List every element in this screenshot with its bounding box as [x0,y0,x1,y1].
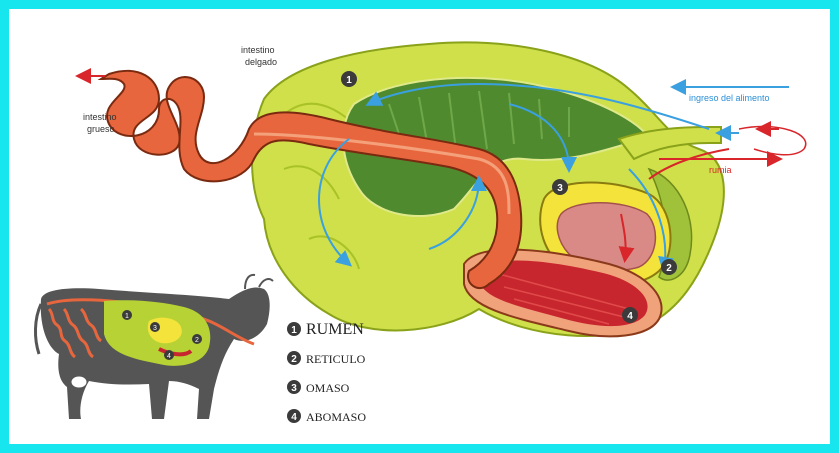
svg-text:3: 3 [153,325,157,332]
svg-text:RUMEN: RUMEN [306,321,364,338]
marker-rumen: 1 [341,71,357,87]
svg-text:4: 4 [627,311,633,322]
svg-text:3: 3 [557,183,563,194]
diagram-frame: intestino delgado intestino grueso ingre… [9,9,830,444]
svg-text:4: 4 [167,353,171,360]
marker-omaso: 3 [552,179,568,195]
legend-item-abomaso: 4 ABOMASO [287,409,366,424]
svg-text:4: 4 [291,412,297,423]
svg-text:2: 2 [291,354,297,365]
marker-reticulo: 2 [661,259,677,275]
legend-item-reticulo: 2 RETICULO [287,351,366,366]
label-rumia: rumia [709,165,732,175]
legend-item-omaso: 3 OMASO [287,380,350,395]
svg-text:ABOMASO: ABOMASO [306,410,366,424]
legend: 1 RUMEN 2 RETICULO 3 OMASO 4 ABOMASO [287,321,366,424]
svg-text:RETICULO: RETICULO [306,352,366,366]
cow-silhouette: 1 2 3 4 [35,275,273,419]
ruminant-digestive-diagram: intestino delgado intestino grueso ingre… [9,9,830,444]
label-intestino-grueso-2: grueso [87,124,115,134]
label-ingreso: ingreso del alimento [689,93,770,103]
legend-item-rumen: 1 RUMEN [287,321,364,338]
svg-text:2: 2 [195,337,199,344]
label-intestino-delgado-2: delgado [245,57,277,67]
svg-text:1: 1 [125,313,129,320]
svg-text:2: 2 [666,263,672,274]
svg-text:3: 3 [291,383,297,394]
marker-abomaso: 4 [622,307,638,323]
svg-text:1: 1 [346,75,352,86]
svg-text:OMASO: OMASO [306,381,350,395]
label-intestino-grueso-1: intestino [83,112,117,122]
svg-text:1: 1 [291,325,297,336]
label-intestino-delgado-1: intestino [241,45,275,55]
